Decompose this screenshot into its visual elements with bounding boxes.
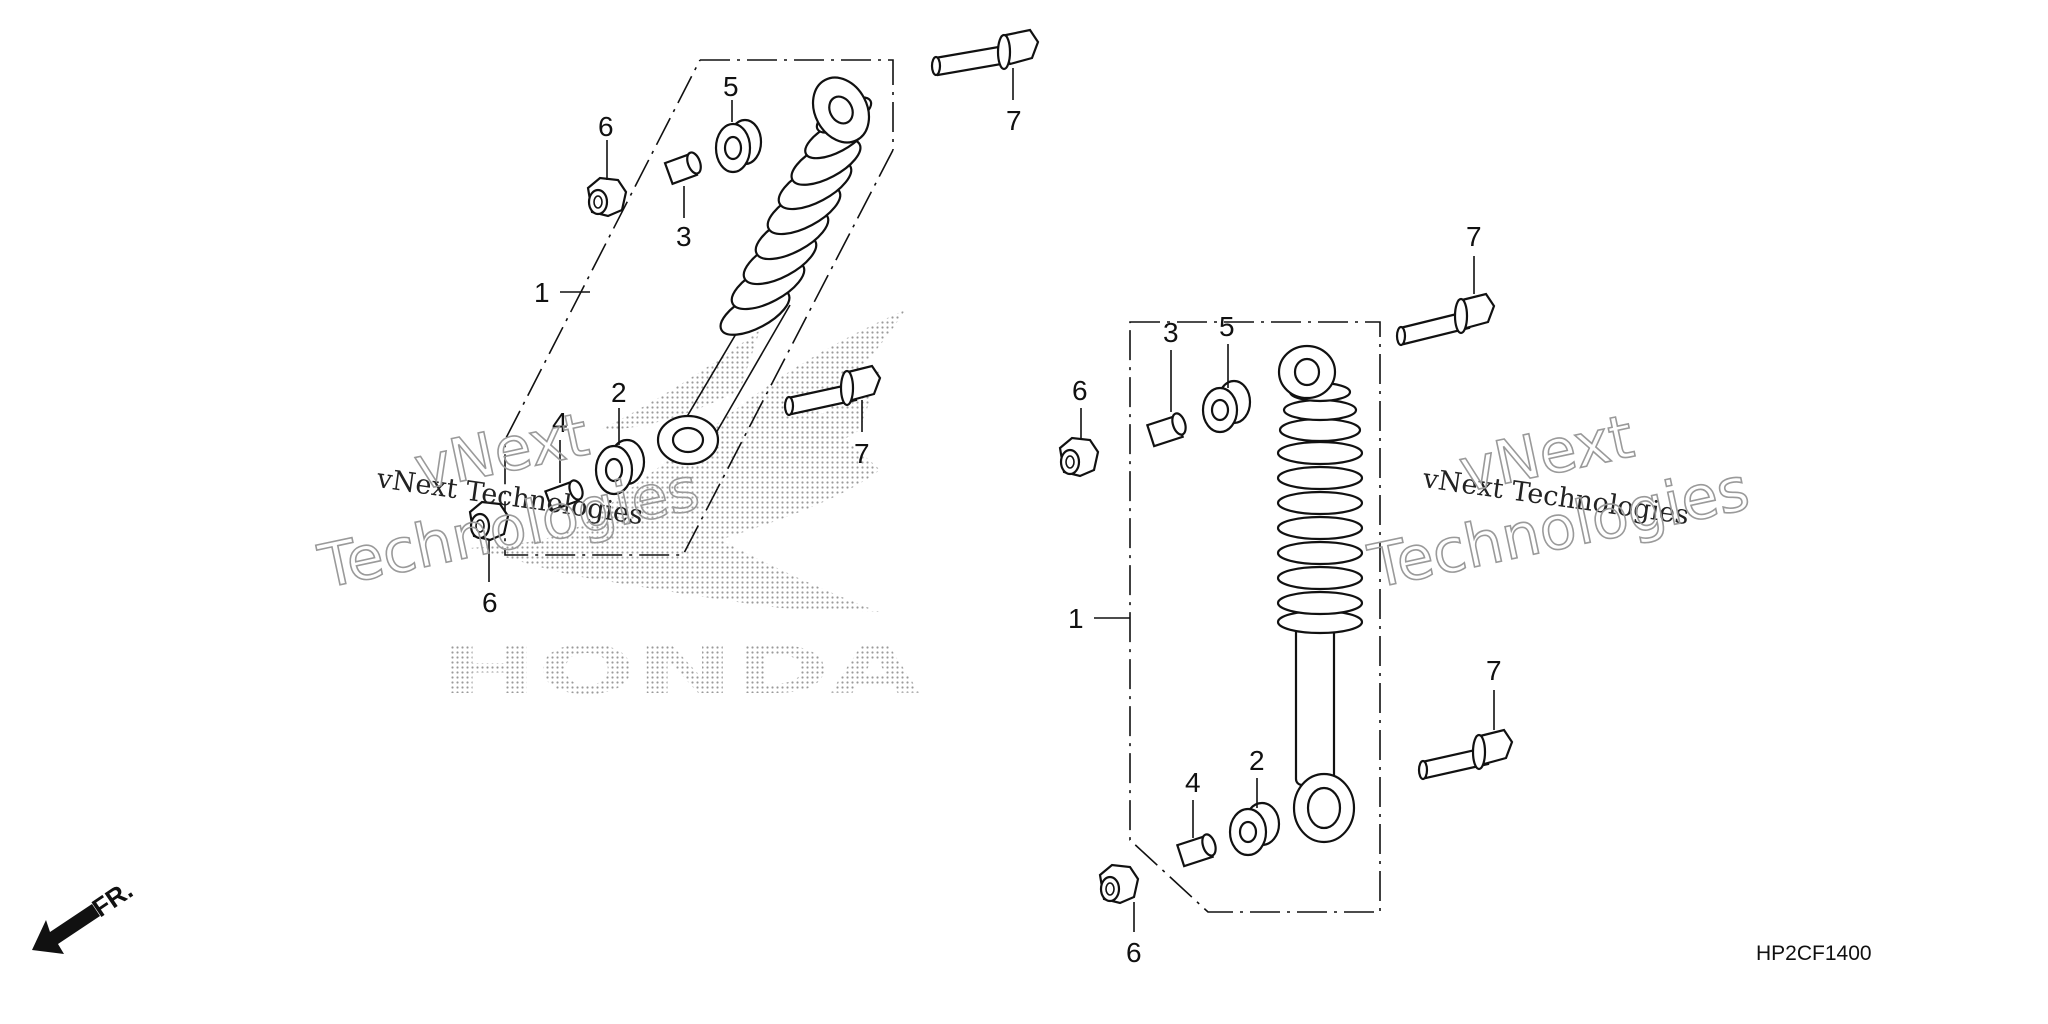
right-bushing-part-2 xyxy=(1228,801,1281,857)
right-callout-7-top: 7 xyxy=(1466,221,1482,252)
right-shock-absorber xyxy=(1276,344,1364,844)
right-flange-nut-top-part-6 xyxy=(1058,436,1100,478)
left-assembly-outline xyxy=(504,59,894,556)
left-callout-7-top: 7 xyxy=(1006,105,1022,136)
front-arrow-icon: FR. xyxy=(32,875,138,954)
right-flange-nut-bottom-part-6 xyxy=(1098,863,1140,905)
right-callout-5: 5 xyxy=(1219,311,1235,342)
right-collar-part-4 xyxy=(1175,833,1217,868)
right-callout-6-bottom: 6 xyxy=(1126,937,1142,968)
left-flange-bolt-top-part-7 xyxy=(930,28,1040,77)
right-callout-3: 3 xyxy=(1163,317,1179,348)
honda-logo-text: HONDA xyxy=(440,632,920,709)
right-callout-2: 2 xyxy=(1249,745,1265,776)
right-shock-assembly: 1 6 3 5 2 4 6 7 7 xyxy=(1058,221,1514,968)
left-collar-part-3 xyxy=(663,151,702,186)
left-collar-part-4 xyxy=(544,479,584,512)
left-callout-6-top: 6 xyxy=(598,111,614,142)
diagram-code: HP2CF1400 xyxy=(1756,942,1872,965)
right-bushing-part-5 xyxy=(1201,379,1252,434)
left-flange-nut-bottom-part-6 xyxy=(468,500,510,542)
left-callout-7-mid: 7 xyxy=(854,438,870,469)
left-callout-5: 5 xyxy=(723,71,739,102)
right-assembly-outline xyxy=(1129,321,1381,913)
right-flange-bolt-top-part-7 xyxy=(1395,292,1496,347)
left-shock-assembly: 1 6 3 5 2 4 6 7 7 xyxy=(468,28,1040,618)
left-callout-3: 3 xyxy=(676,221,692,252)
left-callout-2: 2 xyxy=(611,377,627,408)
right-callout-7-bottom: 7 xyxy=(1486,655,1502,686)
right-watermark: vNext Technologies vNext Technologies xyxy=(1362,401,1756,604)
right-flange-bolt-bottom-part-7 xyxy=(1417,728,1514,781)
left-bushing-part-2 xyxy=(594,438,646,496)
left-flange-nut-top-part-6 xyxy=(586,176,628,218)
left-callout-1: 1 xyxy=(534,277,550,308)
right-callout-4: 4 xyxy=(1185,767,1201,798)
left-flange-bolt-mid-part-7 xyxy=(783,364,882,417)
left-callout-4: 4 xyxy=(552,407,568,438)
right-collar-part-3 xyxy=(1145,412,1187,448)
left-callout-6-bottom: 6 xyxy=(482,587,498,618)
left-shock-absorber xyxy=(656,76,873,466)
right-callout-1: 1 xyxy=(1068,603,1084,634)
right-callout-6-top: 6 xyxy=(1072,375,1088,406)
left-bushing-part-5 xyxy=(714,118,763,174)
